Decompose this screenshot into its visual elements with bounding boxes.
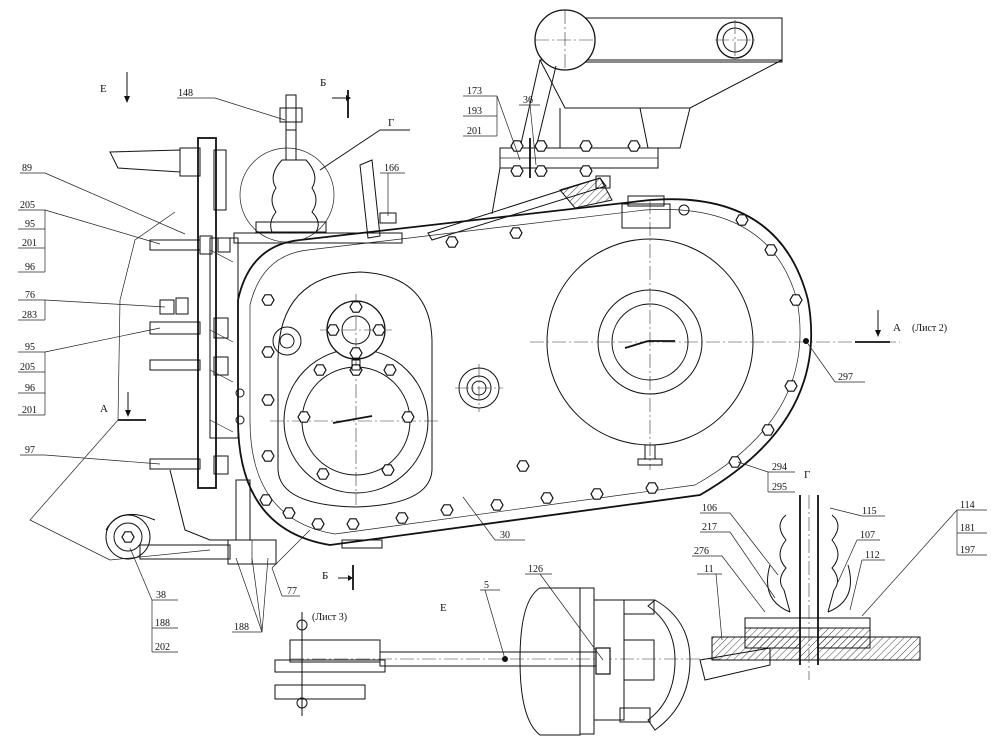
leader-107: 107 xyxy=(837,530,880,583)
label-30: 30 xyxy=(500,530,510,541)
view-letter-e-bottom: Е xyxy=(440,602,447,614)
leader-106: 106 217 xyxy=(700,503,779,599)
leader-11: 11 xyxy=(697,564,723,641)
label-283: 283 xyxy=(22,310,37,321)
leader-126: 126 xyxy=(525,564,604,661)
label-5: 5 xyxy=(484,580,489,591)
leader-group-205: 205 95 201 96 xyxy=(18,200,161,273)
leader-188-b: 188 xyxy=(232,557,269,633)
label-205-b: 205 xyxy=(20,362,35,373)
view-letter-a-right: А xyxy=(893,322,901,334)
drive-shaft xyxy=(274,612,720,716)
label-188-a: 188 xyxy=(155,618,170,629)
leader-112: 112 xyxy=(849,550,885,611)
leader-115: 115 xyxy=(829,506,885,517)
leader-group-95: 95 205 96 201 xyxy=(18,327,161,416)
leader-77: 77 xyxy=(271,529,311,597)
view-letter-g-right: Г xyxy=(804,469,810,481)
label-276: 276 xyxy=(694,546,709,557)
leader-166: 166 xyxy=(380,163,405,216)
view-marker-b-top: Б xyxy=(320,77,351,118)
label-201-c: 201 xyxy=(467,126,482,137)
label-202: 202 xyxy=(155,642,170,653)
label-197: 197 xyxy=(960,545,975,556)
label-148: 148 xyxy=(178,88,193,99)
view-marker-g-right: Г xyxy=(804,469,810,481)
bellows-breather xyxy=(239,94,335,243)
label-114: 114 xyxy=(960,500,975,511)
label-36: 36 xyxy=(523,95,533,106)
view-sheet-b-bottom: (Лист 3) xyxy=(312,612,347,623)
leader-97: 97 xyxy=(20,445,161,465)
view-marker-g-top: Г xyxy=(319,117,410,171)
leader-294: 294 295 xyxy=(737,461,795,493)
label-201-b: 201 xyxy=(22,405,37,416)
label-95-b: 95 xyxy=(25,342,35,353)
label-95-a: 95 xyxy=(25,219,35,230)
leader-36: 36 xyxy=(519,95,540,166)
label-38: 38 xyxy=(156,590,166,601)
view-letter-b-bottom: Б xyxy=(322,570,328,582)
upper-bearing xyxy=(320,294,392,371)
label-193: 193 xyxy=(467,106,482,117)
leader-114-group: 114 181 197 xyxy=(861,500,987,617)
label-205-a: 205 xyxy=(20,200,35,211)
view-marker-e-top: Е xyxy=(100,72,130,103)
label-181: 181 xyxy=(960,523,975,534)
label-11: 11 xyxy=(704,564,714,575)
view-letter-b-top: Б xyxy=(320,77,326,89)
view-letter-g-top: Г xyxy=(388,117,394,129)
label-96-a: 96 xyxy=(25,262,35,273)
leader-173-group: 173 193 201 xyxy=(463,86,521,161)
label-126: 126 xyxy=(528,564,543,575)
leader-30: 30 xyxy=(462,496,525,541)
label-97: 97 xyxy=(25,445,35,456)
outer-casing xyxy=(29,211,211,561)
leader-89: 89 xyxy=(20,163,186,235)
label-76: 76 xyxy=(25,290,35,301)
label-107: 107 xyxy=(860,530,875,541)
housing-bolts xyxy=(235,214,803,530)
label-295: 295 xyxy=(772,482,787,493)
label-115: 115 xyxy=(862,506,877,517)
label-297: 297 xyxy=(838,372,853,383)
label-77: 77 xyxy=(287,586,297,597)
label-217: 217 xyxy=(702,522,717,533)
label-173: 173 xyxy=(467,86,482,97)
leader-76: 76 283 xyxy=(18,290,166,321)
label-294: 294 xyxy=(772,462,787,473)
leader-297: 297 xyxy=(805,340,865,383)
main-drum xyxy=(530,195,900,470)
top-bracket xyxy=(491,138,659,215)
stud-bolts xyxy=(149,235,231,475)
boss-left xyxy=(272,326,302,356)
section-view-g xyxy=(699,495,921,681)
label-201-a: 201 xyxy=(22,238,37,249)
leader-276: 276 xyxy=(692,546,766,613)
hopper-chute xyxy=(519,9,783,149)
view-marker-a-right: А (Лист 2) xyxy=(855,310,947,343)
label-166: 166 xyxy=(384,163,399,174)
pivot-link xyxy=(105,469,277,565)
leader-148: 148 xyxy=(177,88,286,121)
view-marker-e-bottom: Е xyxy=(440,602,447,614)
left-flange xyxy=(109,137,239,489)
label-188-b: 188 xyxy=(234,622,249,633)
leader-38: 38 188 202 xyxy=(129,547,178,653)
view-sheet-a-right: (Лист 2) xyxy=(912,323,947,334)
view-letter-a-left: А xyxy=(100,403,108,415)
label-89: 89 xyxy=(22,163,32,174)
wheel-hub xyxy=(519,587,691,736)
view-marker-b-bottom: Б (Лист 3) xyxy=(312,565,354,623)
label-112: 112 xyxy=(865,550,880,561)
boss-middle xyxy=(455,364,503,412)
view-marker-a-left: А xyxy=(100,392,146,421)
label-96-b: 96 xyxy=(25,383,35,394)
view-letter-e-top: Е xyxy=(100,83,107,95)
label-106: 106 xyxy=(702,503,717,514)
slanted-cover xyxy=(427,175,613,241)
leader-5: 5 xyxy=(480,580,506,660)
